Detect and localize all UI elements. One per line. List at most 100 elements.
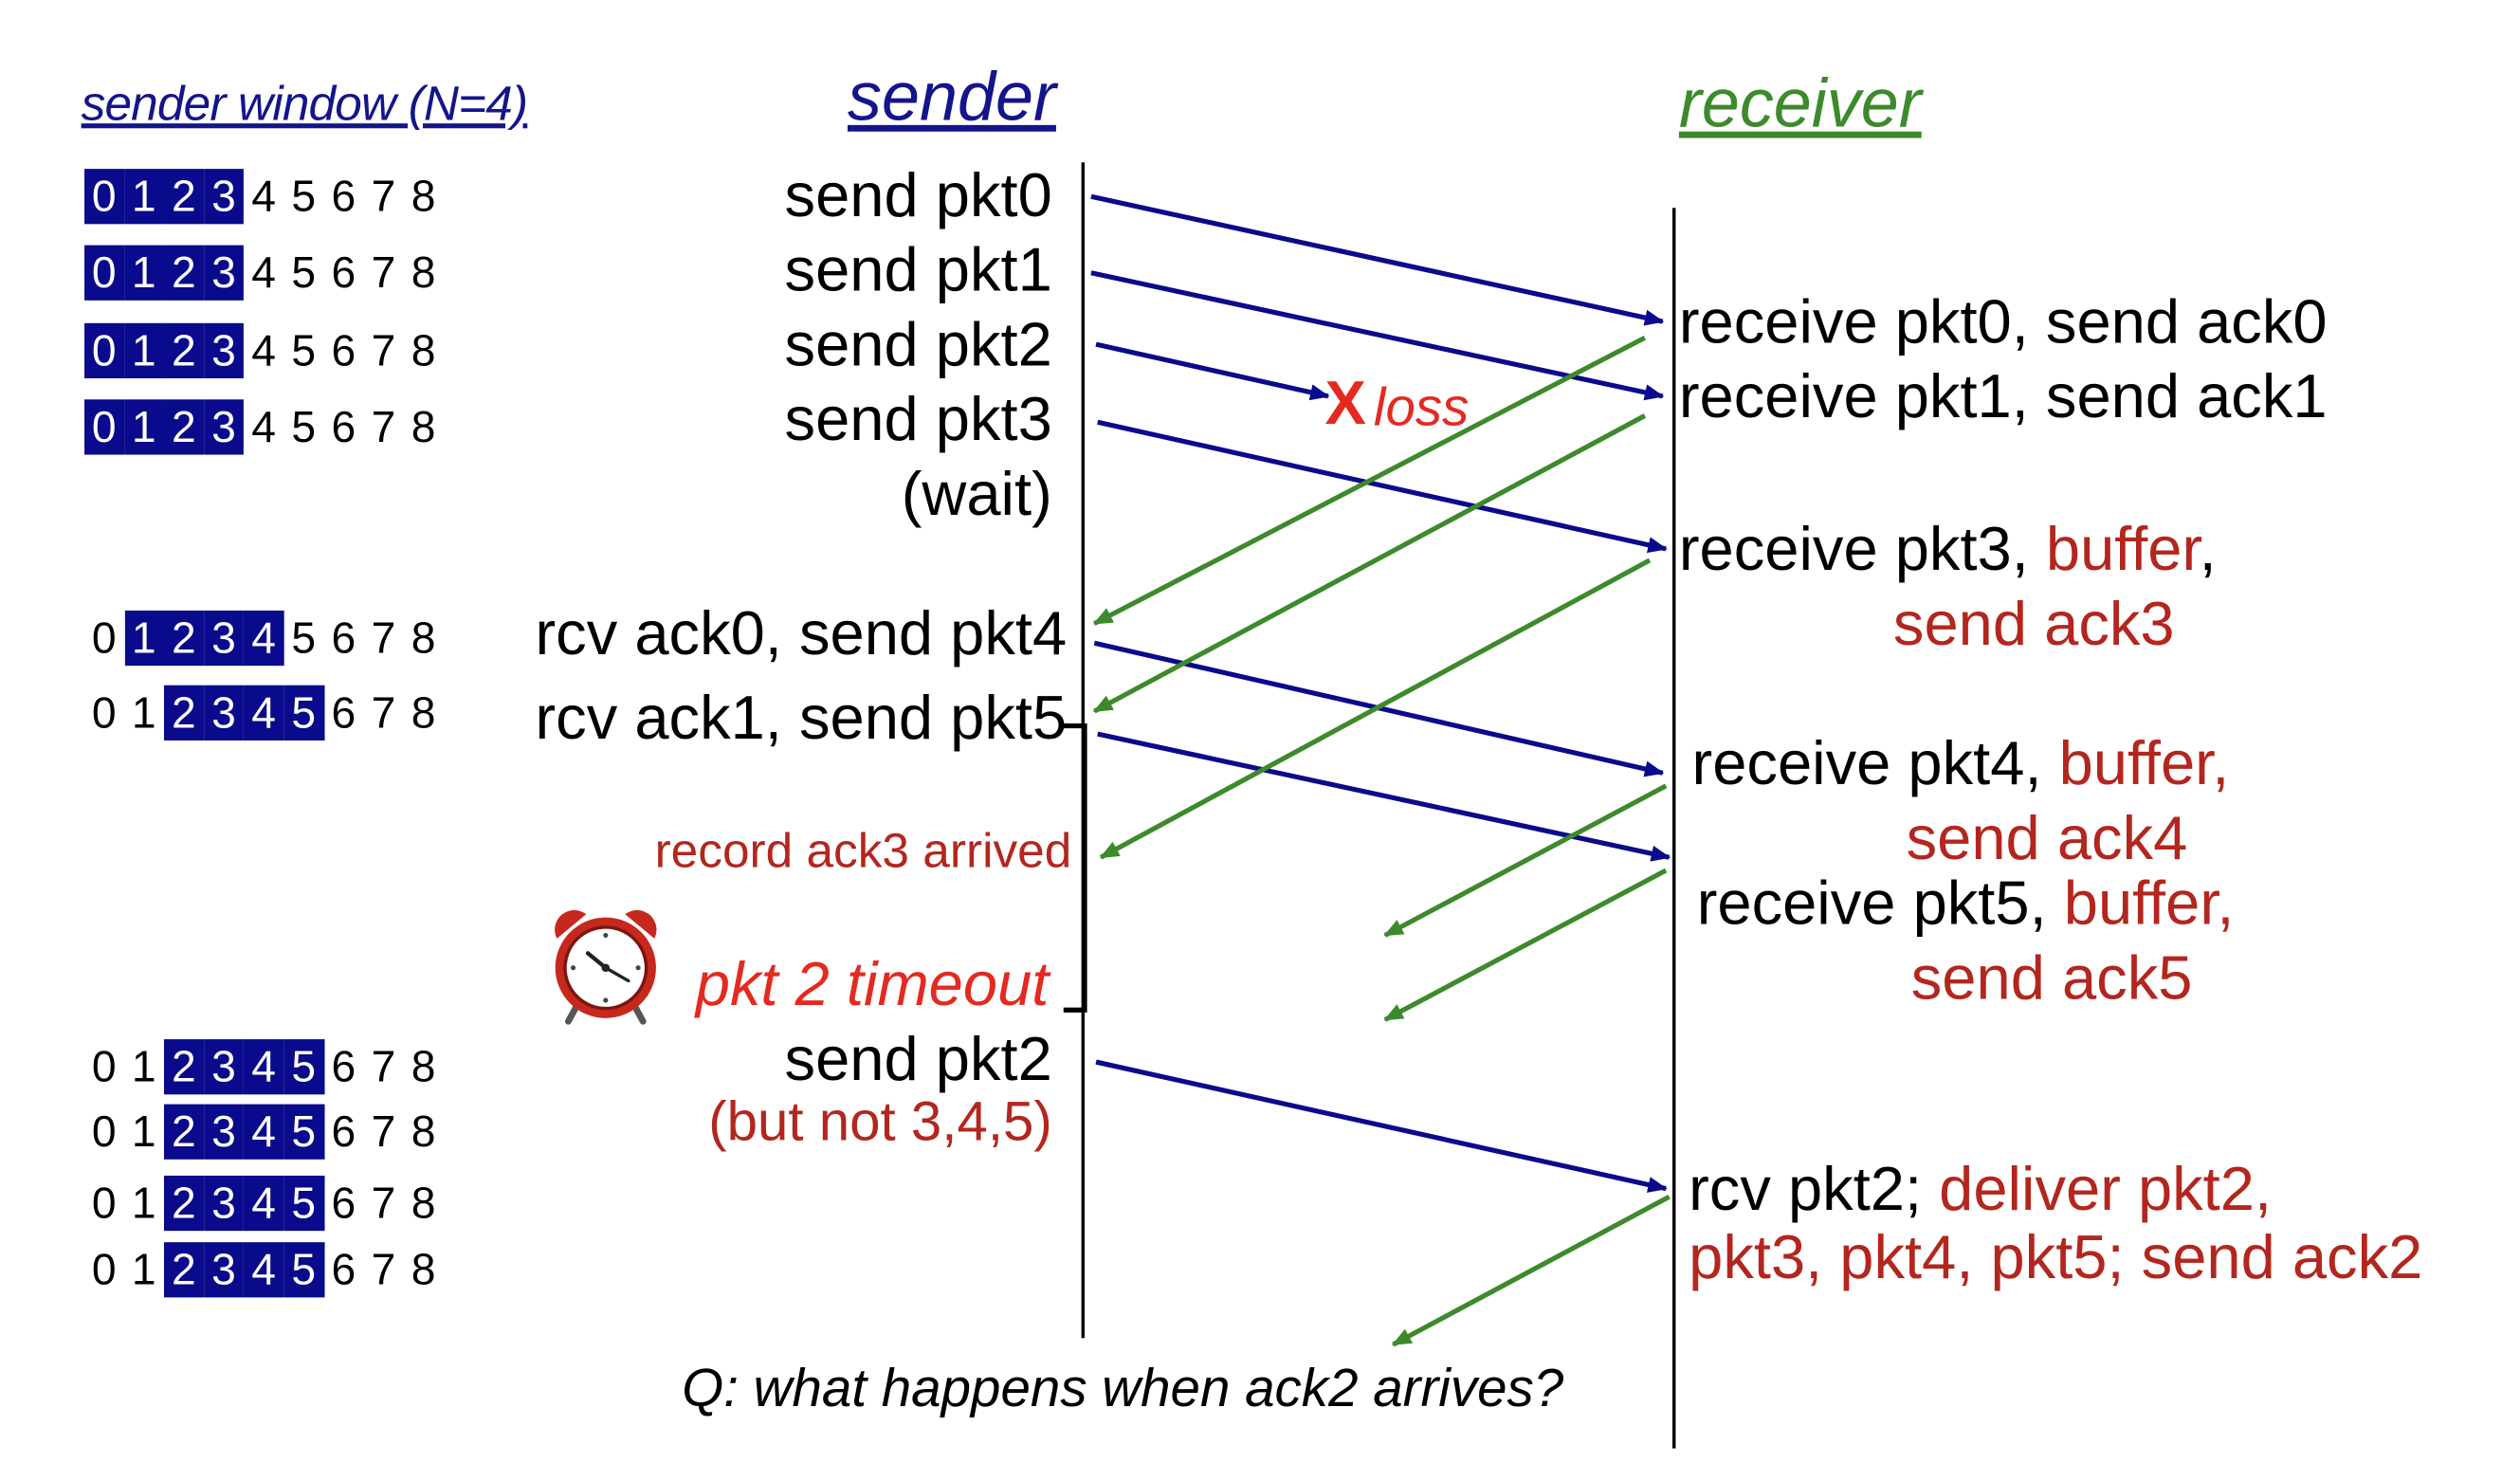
window-seq-number: 4: [244, 685, 284, 740]
ack0-arrow: [1092, 335, 1647, 626]
window-seq-number: 2: [164, 1242, 205, 1298]
window-seq-number: 2: [164, 169, 205, 225]
pkt3-arrow: [1097, 419, 1668, 554]
window-seq-number: 2: [164, 245, 205, 301]
ack3-arrow: [1099, 558, 1652, 860]
window-seq-number: 1: [131, 1107, 157, 1157]
window-seq-number: 4: [244, 610, 284, 667]
window-seq-number: 1: [131, 1245, 157, 1294]
pkt2-resend-arrow: [1095, 1059, 1668, 1193]
window-seq-number: 8: [411, 172, 437, 221]
receiver-event-deliver: pkt3, pkt4, pkt5; send ack2: [1689, 1224, 2423, 1293]
window-seq-number: 3: [204, 685, 245, 740]
window-seq-number: 1: [124, 322, 165, 379]
sender-event-but-not: (but not 3,4,5): [708, 1090, 1052, 1153]
window-seq-number: 7: [371, 1245, 397, 1294]
window-seq-number: 0: [84, 322, 125, 379]
window-seq-number: 7: [371, 1107, 397, 1157]
window-seq-number: 5: [291, 402, 318, 452]
window-seq-number: 3: [204, 1039, 245, 1095]
receiver-event-pkt5: receive pkt5, buffer,: [1696, 869, 2235, 939]
window-seq-number: 0: [84, 169, 125, 225]
window-seq-number: 5: [283, 1039, 324, 1095]
window-seq-number: 6: [331, 326, 357, 375]
window-seq-number: 3: [204, 1175, 245, 1232]
window-seq-number: 4: [244, 1039, 284, 1095]
window-seq-number: 5: [283, 1175, 324, 1232]
window-seq-number: 2: [164, 1175, 205, 1232]
sender-event-send-pkt0: send pkt0: [784, 162, 1052, 231]
sender-event-timeout: pkt 2 timeout: [695, 951, 1050, 1020]
window-seq-number: 7: [371, 688, 397, 738]
window-seq-number: 0: [91, 688, 118, 738]
window-seq-number: 2: [164, 399, 205, 455]
window-seq-number: 1: [124, 245, 165, 301]
window-seq-number: 4: [251, 402, 277, 452]
window-seq-number: 3: [204, 399, 245, 455]
window-seq-number: 6: [331, 248, 357, 298]
window-seq-number: 7: [371, 326, 397, 375]
receiver-event-pkt4: receive pkt4, buffer,: [1691, 730, 2230, 799]
ack1-arrow: [1092, 413, 1647, 714]
window-seq-number: 6: [331, 688, 357, 738]
receiver-event-pkt0: receive pkt0, send ack0: [1678, 288, 2328, 357]
window-seq-number: 5: [283, 1242, 324, 1298]
window-seq-number: 5: [291, 248, 318, 298]
question-text: Q: what happens when ack2 arrives?: [682, 1357, 1564, 1418]
window-seq-number: 3: [204, 610, 245, 667]
window-seq-number: 3: [204, 1242, 245, 1298]
window-seq-number: 1: [131, 1042, 157, 1091]
window-seq-number: 0: [91, 1245, 118, 1294]
window-seq-number: 3: [204, 245, 245, 301]
receiver-event-rcv-pkt2: rcv pkt2; deliver pkt2,: [1689, 1156, 2273, 1225]
window-seq-number: 7: [371, 1042, 397, 1091]
window-seq-number: 8: [411, 1245, 437, 1294]
window-seq-number: 6: [331, 1245, 357, 1294]
sender-window-title: sender window (N=4): [81, 78, 528, 132]
receiver-event-pkt3: receive pkt3, buffer,: [1678, 516, 2217, 585]
window-seq-number: 8: [411, 613, 437, 663]
window-seq-number: 3: [204, 322, 245, 379]
window-seq-number: 7: [371, 248, 397, 298]
window-seq-number: 0: [84, 399, 125, 455]
window-seq-number: 5: [291, 326, 318, 375]
window-seq-number: 7: [371, 613, 397, 663]
window-seq-number: 4: [251, 248, 277, 298]
window-seq-number: 4: [244, 1242, 284, 1298]
alarm-clock-icon: [555, 909, 657, 1025]
window-seq-number: 6: [331, 613, 357, 663]
window-seq-number: 7: [371, 1179, 397, 1228]
receiver-event-send-ack3: send ack3: [1892, 591, 2175, 660]
window-seq-number: 3: [204, 1104, 245, 1160]
window-seq-number: 8: [411, 688, 437, 738]
window-seq-number: 0: [91, 613, 118, 663]
window-seq-number: 8: [411, 1179, 437, 1228]
window-seq-number: 1: [124, 169, 165, 225]
window-seq-number: 8: [411, 1107, 437, 1157]
window-seq-number: 8: [411, 326, 437, 375]
window-seq-number: 0: [91, 1107, 118, 1157]
window-seq-number: 3: [204, 169, 245, 225]
window-seq-number: 2: [164, 610, 205, 667]
window-seq-number: 7: [371, 402, 397, 452]
sender-title: sender: [847, 58, 1056, 136]
window-seq-number: 0: [91, 1179, 118, 1228]
ack5-arrow: [1383, 868, 1668, 1022]
window-seq-number: 5: [291, 172, 318, 221]
window-seq-number: 5: [291, 613, 318, 663]
window-seq-number: 6: [331, 1042, 357, 1091]
sender-event-rcv-ack0: rcv ack0, send pkt4: [535, 600, 1068, 669]
pkt0-arrow: [1090, 193, 1665, 326]
window-seq-number: 6: [331, 402, 357, 452]
